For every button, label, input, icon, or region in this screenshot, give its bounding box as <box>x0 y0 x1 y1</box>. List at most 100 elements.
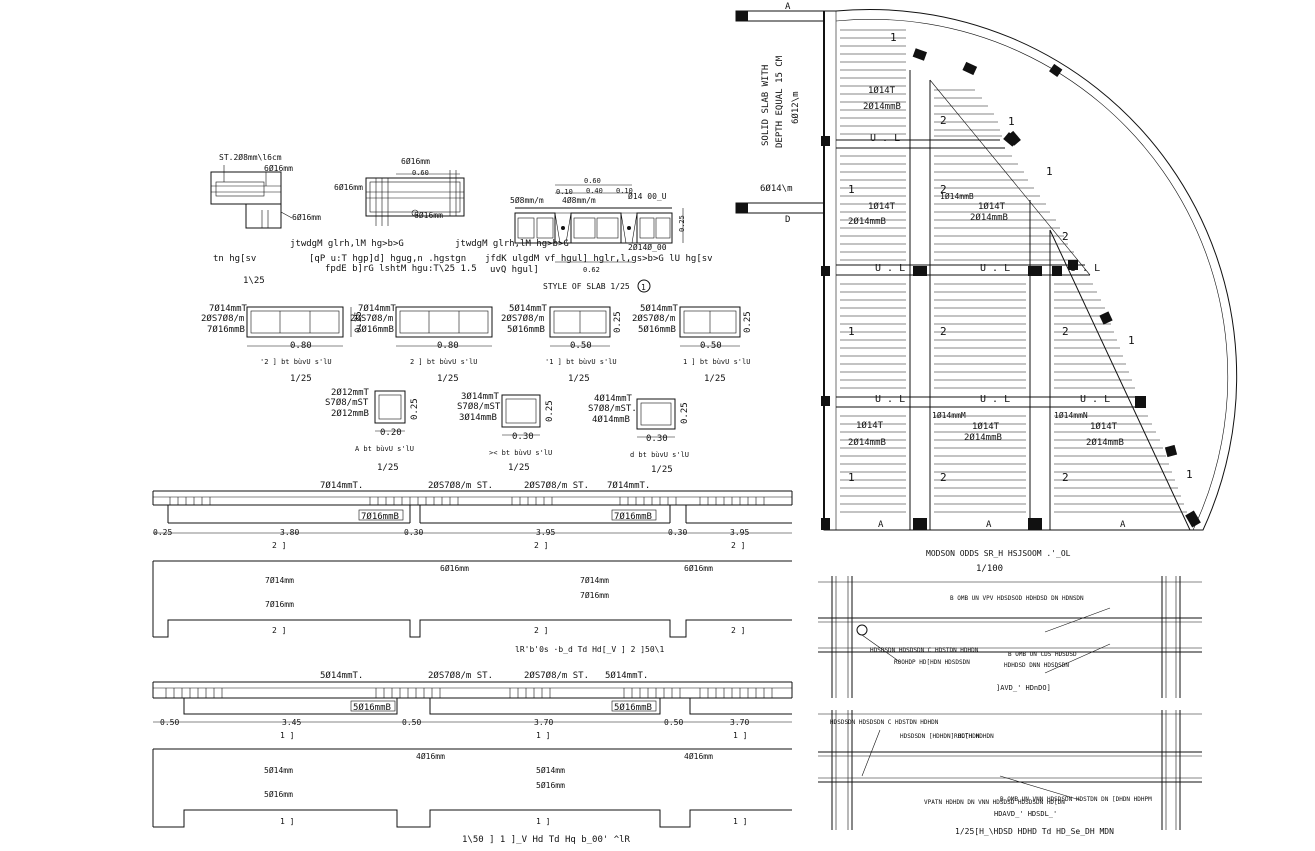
axis-a-bottom-3: A <box>1120 520 1126 530</box>
e2-top-right: 5Ø14mmT. <box>605 670 648 681</box>
e2-label-3: 1 ] <box>733 731 747 740</box>
b1-caption: '2 ] bt bùvU s'lU <box>260 358 332 366</box>
b1-top: 7Ø14mmT <box>209 303 248 314</box>
e2b-mid-1: 5Ø14mm <box>264 765 293 775</box>
e1-span-1: 3.80 <box>280 528 299 537</box>
e1-bottom-1: 7Ø16mmB <box>361 511 399 522</box>
c1-mid: S7Ø8/mST <box>325 397 369 408</box>
plan-r4-b: 2Ø14mmB <box>848 437 886 448</box>
plan-r2-d: 1Ø14T <box>978 201 1006 212</box>
e2-top-left: 5Ø14mmT. <box>320 670 363 681</box>
detail-text-5: HDHDSD DNN HDSDSDN <box>1004 662 1069 669</box>
beam-elevation-2: 5Ø14mmT. 2ØS7Ø8/m ST. 2ØS7Ø8/m ST. 5Ø14m… <box>152 670 793 740</box>
style-dim-1: 0.60 <box>584 177 601 185</box>
b1-scale: 1/25 <box>290 374 312 384</box>
e1-stirrup-1: 2ØS7Ø8/m ST. <box>428 480 493 491</box>
detail-text-3: ROOHDP HD[HDN HDSDSDN <box>894 659 970 666</box>
style-mesh-2: 4Ø8mm/m <box>562 195 596 205</box>
column-section-2: 3Ø14mmT S7Ø8/mST 3Ø14mmB 0.30 0.25 >< bt… <box>457 391 555 473</box>
slab-style-section: 0.60 0.10 0.40 0.10 Ø14 00_U 5Ø8mm/m 4Ø8… <box>455 177 713 293</box>
e1b-mid-1: 7Ø14mm <box>265 575 294 585</box>
e2-caption: 1\50 ] 1 ]_V Hd Td Hq b_00' ^lR <box>462 835 631 845</box>
beam-section-4: 5Ø14mmT 2ØS7Ø8/m 5Ø16mmB 0.50 0.25 1 ] b… <box>632 303 753 384</box>
plan-r4-e: 2Ø14mmB <box>964 432 1002 443</box>
e1-support-1: 0.30 <box>404 528 423 537</box>
detail-text-4: B OMB UN CDS HDSDSD <box>1008 651 1077 658</box>
plan-title: MODSON ODDS SR_H HSJSOOM .'_OL <box>926 549 1071 558</box>
plan-r4-c: 1Ø14mmM <box>932 410 966 420</box>
style-dim-2: 0.10 <box>556 188 573 196</box>
d3-caption-1: jtwdgM glrh,lM hg>b>G <box>455 239 569 249</box>
e2b-top-2: 4Ø16mm <box>684 751 713 761</box>
beam-elevation-1: 7Ø14mmT. 2ØS7Ø8/m ST. 2ØS7Ø8/m ST. 7Ø14m… <box>152 480 793 550</box>
c2-mid: S7Ø8/mST <box>457 401 501 412</box>
c2-width: 0.30 <box>512 432 534 442</box>
axis-d: D <box>785 215 790 225</box>
b4-bot: 5Ø16mmB <box>638 324 676 335</box>
c1-depth: 0.25 <box>410 398 420 420</box>
c1-top: 2Ø12mmT <box>331 387 370 398</box>
style-top-label: Ø14 00_U <box>628 191 667 201</box>
e1-stirrup-2: 2ØS7Ø8/m ST. <box>524 480 589 491</box>
detail-text-12: HDAVD_' HDSDL_' <box>994 810 1057 818</box>
b2-width: 0.80 <box>437 341 459 351</box>
e1b-label-2: 2 ] <box>534 626 548 635</box>
e1-top-right: 7Ø14mmT. <box>607 480 650 491</box>
plan-mark-2g: 2 <box>1062 471 1069 484</box>
solid-slab-2: DEPTH EQUAL 15 CM <box>775 55 785 148</box>
plan-r2-e: 2Ø14mmB <box>970 212 1008 223</box>
e1b-mid-3: 7Ø16mm <box>265 599 294 609</box>
c3-caption: d bt bùvU s'lU <box>630 451 689 459</box>
c1-bot: 2Ø12mmB <box>331 408 369 419</box>
e1b-top-2: 6Ø16mm <box>684 563 713 573</box>
plan-mark-1a: 1 <box>848 325 855 338</box>
beam-bottom-schedule-1: 6Ø16mm 6Ø16mm 7Ø14mm 7Ø14mm 7Ø16mm 7Ø16m… <box>152 560 792 654</box>
detail-text-6: ]AVD_' HDnDO] <box>996 684 1051 692</box>
e2b-mid-3: 5Ø16mm <box>264 789 293 799</box>
plan-mark-2f: 2 <box>1062 325 1069 338</box>
detail-corner-1: ST.2Ø8mm\l6cm 6Ø16mm 6Ø16mm tn hg[sv 1\2… <box>210 152 321 286</box>
detail-caption: 1/25[H_\HDSD HDHD Td HD_Se_DH MDN <box>955 827 1114 836</box>
e2-edge-dim: 0.50 <box>160 718 179 727</box>
detail-text-7: HDSDSDN HDSDSDN C HDSTDN HDHDN <box>830 719 939 726</box>
axis-a-bottom-1: A <box>878 520 884 530</box>
e2b-label-3: 1 ] <box>733 817 747 826</box>
plan-r2-c: 1Ø14mmB <box>940 191 974 201</box>
c3-width: 0.30 <box>646 434 668 444</box>
style-number: 1 <box>641 283 646 292</box>
c1-caption: A bt bùvU s'lU <box>355 445 414 453</box>
e2-support-2: 0.50 <box>664 718 683 727</box>
plan-scale: 1/100 <box>976 564 1003 574</box>
plan-mark-2c: 2 <box>940 325 947 338</box>
plan-r2-a: 1Ø14T <box>868 201 896 212</box>
d1-scale: 1\25 <box>243 276 265 286</box>
e2b-top-1: 4Ø16mm <box>416 751 445 761</box>
e2b-mid-2: 5Ø14mm <box>536 765 565 775</box>
d1-top-label: ST.2Ø8mm\l6cm <box>219 152 282 162</box>
e1-span-3: 3.95 <box>730 528 749 537</box>
b1-bot: 7Ø16mmB <box>207 324 245 335</box>
e2-bottom-2: 5Ø16mmB <box>614 702 652 713</box>
e1-support-2: 0.30 <box>668 528 687 537</box>
slab-plan: A D SOLID SLAB WITH DEPTH EQUAL 15 CM 6Ø… <box>735 2 1238 574</box>
e2b-mid-4: 5Ø16mm <box>536 780 565 790</box>
b3-scale: 1/25 <box>568 374 590 384</box>
b4-depth: 0.25 <box>743 311 753 333</box>
detail-corner-2: 6Ø16mm 0.60 6Ø16mm 6Ø16mm jtwdgM glrh,lM… <box>290 156 477 274</box>
c3-mid: S7Ø8/mST. <box>588 403 637 414</box>
plan-mark-2b: 2 <box>940 183 947 196</box>
style-bottom-label: 2Ø14Ø_00 <box>628 242 667 252</box>
style-mesh-1: 5Ø8mm/m <box>510 195 544 205</box>
c2-top: 3Ø14mmT <box>461 391 500 402</box>
plan-ul-7: U . L <box>1080 394 1110 405</box>
beam-section-3: 5Ø14mmT 2ØS7Ø8/m 5Ø16mmB 0.50 0.25 '1 ] … <box>501 303 623 384</box>
e1b-top-1: 6Ø16mm <box>440 563 469 573</box>
b3-bot: 5Ø16mmB <box>507 324 545 335</box>
e2-support-1: 0.50 <box>402 718 421 727</box>
e1b-mid-2: 7Ø14mm <box>580 575 609 585</box>
d2-bottom-label: 6Ø16mm <box>414 210 443 220</box>
e1b-label-3: 2 ] <box>731 626 745 635</box>
e2-stirrup-1: 2ØS7Ø8/m ST. <box>428 670 493 681</box>
plan-mark-1c: 1 <box>848 183 855 196</box>
